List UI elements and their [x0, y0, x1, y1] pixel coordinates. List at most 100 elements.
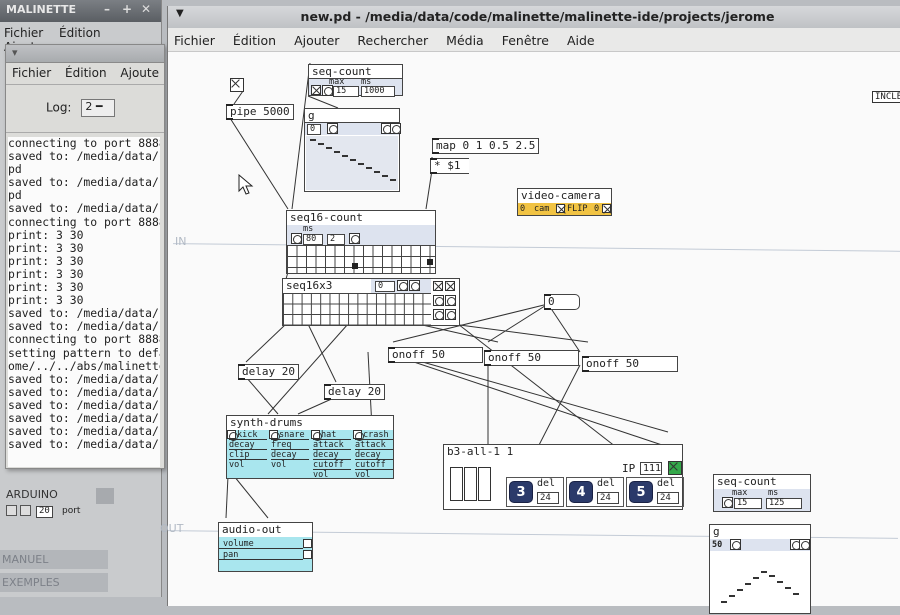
examples-button[interactable]: EXEMPLES [0, 573, 108, 592]
seq16x3-row3-bang[interactable] [433, 309, 444, 320]
audio-dsp-toggle[interactable] [303, 539, 312, 548]
seq-count-max-box[interactable]: 15 [333, 86, 359, 97]
seq16x3-bang-1[interactable] [397, 280, 408, 291]
b3-knob-button[interactable]: 3 [509, 481, 533, 503]
menu-fichier[interactable]: Fichier [4, 26, 44, 40]
seq16-bang-2[interactable] [349, 233, 360, 244]
seq-count-2-bang[interactable] [722, 497, 733, 508]
synth-param-slider[interactable]: attack [355, 439, 393, 450]
log-level-select[interactable]: 2 ━ [81, 99, 116, 117]
g-graph-gop[interactable]: g 0 [304, 108, 401, 192]
synth-param-slider[interactable]: vol [313, 469, 351, 480]
patch-canvas[interactable]: IN OUT INCLE pipe 5000 seq-count max ms … [160, 52, 900, 614]
seq16-bang-1[interactable] [291, 233, 302, 244]
b3-slider-2[interactable] [464, 467, 477, 501]
b3-knob-button[interactable]: 4 [569, 481, 593, 503]
g-bang-right-2[interactable] [390, 123, 401, 134]
video-cam-number[interactable]: 0 [520, 204, 526, 214]
console-menu-edition[interactable]: Édition [65, 66, 107, 80]
g-bang[interactable] [327, 123, 338, 134]
patch-menu-aide[interactable]: Aide [566, 33, 595, 48]
seq-count-toggle[interactable] [311, 85, 321, 95]
seq16-count-gop[interactable]: seq16-count ms 80 2 max [286, 210, 436, 274]
console-menu-icon[interactable]: ▾ [12, 46, 18, 59]
synth-trigger-bang[interactable] [227, 430, 238, 441]
b3-knob-button[interactable]: 5 [629, 481, 653, 503]
patch-menu-media[interactable]: Média [446, 33, 484, 48]
minimize-icon[interactable]: – [104, 2, 110, 16]
incl-badge[interactable]: INCLE [872, 91, 900, 103]
seq16x3-row2-bang[interactable] [433, 295, 444, 306]
number-box[interactable]: 0 [544, 294, 580, 310]
synth-param-slider[interactable]: decay [229, 439, 267, 450]
seq16-max-box[interactable]: 2 [327, 234, 345, 245]
arduino-toggle[interactable] [96, 488, 114, 504]
b3-ip-box[interactable]: 111 [640, 462, 662, 475]
seq-count-2-gop[interactable]: seq-count max ms 15 125 [713, 474, 811, 512]
seq16x3-row1-toggle-b[interactable] [445, 281, 455, 291]
patch-menu-rechercher[interactable]: Rechercher [357, 33, 429, 48]
synth-trigger-bang[interactable] [353, 430, 364, 441]
close-icon[interactable]: ✕ [141, 2, 152, 16]
toggle-x[interactable] [230, 78, 244, 92]
audio-volume-slider[interactable] [219, 548, 303, 549]
onoff-object-3[interactable]: onoff 50 [582, 356, 678, 372]
synth-param-slider[interactable]: freq [271, 439, 309, 450]
synth-param-slider[interactable]: attack [313, 439, 351, 450]
synth-param-slider[interactable]: cutoff [313, 459, 351, 470]
seq-count-ms-box[interactable]: 1000 [361, 86, 395, 97]
multiply-object[interactable]: * $1 [430, 158, 469, 174]
pipe-object[interactable]: pipe 5000 [226, 104, 294, 120]
g-plot-area[interactable] [306, 136, 398, 190]
patch-menu-ajouter[interactable]: Ajouter [294, 33, 340, 48]
console-titlebar[interactable]: ▾ [6, 45, 164, 63]
audio-pan-slider[interactable] [219, 559, 303, 560]
b3-sliders[interactable] [450, 467, 492, 501]
g-value-box[interactable]: 0 [307, 124, 321, 135]
console-menu-ajouter[interactable]: Ajoute [120, 66, 159, 80]
seq16-step-grid[interactable] [287, 245, 435, 273]
g2-plot-area[interactable] [711, 552, 809, 612]
seq16x3-step-grid[interactable] [283, 293, 431, 325]
seq16x3-row1-toggle[interactable] [433, 281, 443, 291]
delay-object-2[interactable]: delay 20 [324, 384, 385, 400]
patch-menu-fichier[interactable]: Fichier [174, 33, 215, 48]
synth-trigger-bang[interactable] [269, 430, 280, 441]
manual-button[interactable]: MANUEL [0, 550, 108, 569]
malinette-titlebar[interactable]: MALINETTE – + ✕ [0, 0, 161, 22]
b3-knob-value[interactable]: 24 [537, 492, 559, 504]
seq16x3-value-box[interactable]: 0 [375, 281, 395, 292]
delay-object-1[interactable]: delay 20 [238, 364, 299, 380]
synth-param-slider[interactable]: cutoff [355, 459, 393, 470]
b3-knob-value[interactable]: 24 [597, 492, 619, 504]
g2-bang-right-2[interactable] [799, 539, 810, 550]
video-camera-gop[interactable]: video-camera 0 cam FLIP 0 [517, 188, 612, 216]
g2-value[interactable]: 50 [712, 540, 723, 550]
map-object[interactable]: map 0 1 0.5 2.5 [432, 138, 540, 154]
g2-bang[interactable] [730, 539, 741, 550]
seq16-ms-box[interactable]: 80 [303, 234, 323, 245]
video-flip-toggle[interactable] [556, 204, 565, 213]
seq16x3-bang-2[interactable] [409, 280, 420, 291]
patch-menu-fenetre[interactable]: Fenêtre [501, 33, 549, 48]
b3-slider-3[interactable] [478, 467, 491, 501]
synth-param-slider[interactable]: decay [271, 449, 309, 460]
b3-ip-toggle[interactable] [668, 461, 682, 475]
console-menu-fichier[interactable]: Fichier [12, 66, 52, 80]
patch-menu-edition[interactable]: Édition [232, 33, 277, 48]
synth-param-slider[interactable]: vol [229, 459, 267, 470]
maximize-icon[interactable]: + [122, 2, 133, 16]
synth-param-slider[interactable]: decay [313, 449, 351, 460]
port-inc-button[interactable] [20, 505, 31, 516]
window-menu-icon[interactable]: ▼ [176, 8, 184, 19]
synth-param-slider[interactable]: decay [355, 449, 393, 460]
audio-out-gop[interactable]: audio-out volume pan [218, 522, 313, 572]
onoff-object-1[interactable]: onoff 50 [388, 347, 483, 363]
video-on-toggle[interactable] [602, 204, 611, 213]
patch-titlebar[interactable]: ▼ new.pd - /media/data/code/malinette/ma… [168, 6, 900, 28]
b3-slider-1[interactable] [450, 467, 463, 501]
b3-knob-value[interactable]: 24 [657, 492, 679, 504]
synth-param-slider[interactable]: vol [271, 459, 309, 470]
